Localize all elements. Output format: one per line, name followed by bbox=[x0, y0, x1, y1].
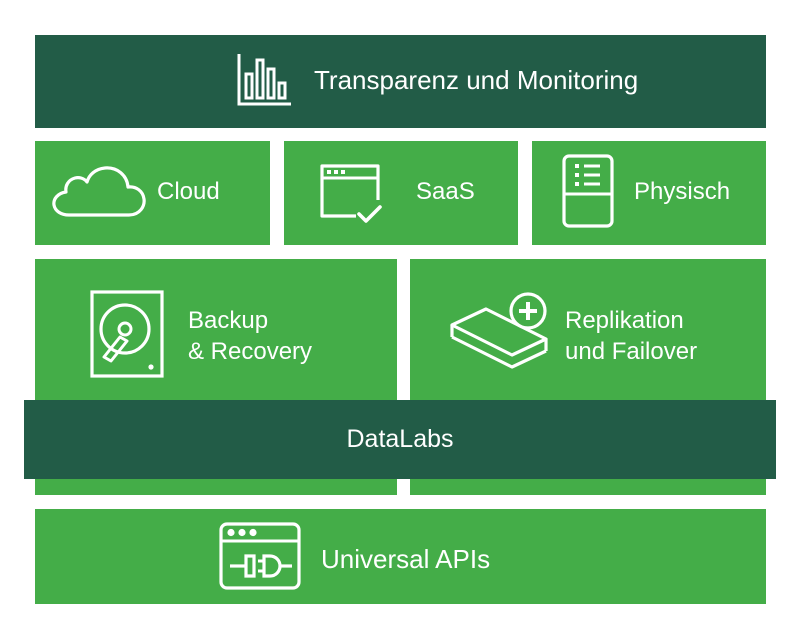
replikation-label-line1: Replikation bbox=[565, 307, 684, 334]
hard-disk-icon bbox=[90, 290, 164, 378]
physisch-tile: Physisch bbox=[532, 141, 766, 245]
backup-label-line2: & Recovery bbox=[188, 338, 313, 365]
physisch-label: Physisch bbox=[634, 178, 731, 205]
api-plug-window-icon bbox=[219, 522, 301, 590]
cloud-label: Cloud bbox=[157, 178, 220, 205]
monitoring-layer: Transparenz und Monitoring bbox=[35, 35, 766, 128]
saas-label: SaaS bbox=[416, 178, 475, 205]
universal-apis-layer: Universal APIs bbox=[35, 509, 766, 604]
monitoring-label: Transparenz und Monitoring bbox=[314, 65, 639, 95]
cloud-icon bbox=[52, 166, 146, 217]
cloud-tile: Cloud bbox=[35, 141, 270, 245]
universal-apis-label: Universal APIs bbox=[321, 544, 491, 574]
browser-check-icon bbox=[320, 164, 382, 223]
bar-chart-icon bbox=[237, 54, 291, 106]
saas-tile: SaaS bbox=[284, 141, 518, 245]
backup-label-line1: Backup bbox=[188, 307, 269, 334]
replikation-label-line2: und Failover bbox=[565, 338, 698, 365]
server-icon bbox=[562, 154, 614, 228]
datalabs-band: DataLabs bbox=[24, 400, 776, 479]
layers-plus-icon bbox=[450, 292, 548, 369]
replikation-failover-label: Replikation und Failover bbox=[565, 305, 697, 367]
datalabs-label: DataLabs bbox=[346, 425, 454, 453]
backup-recovery-label: Backup & Recovery bbox=[188, 305, 312, 367]
